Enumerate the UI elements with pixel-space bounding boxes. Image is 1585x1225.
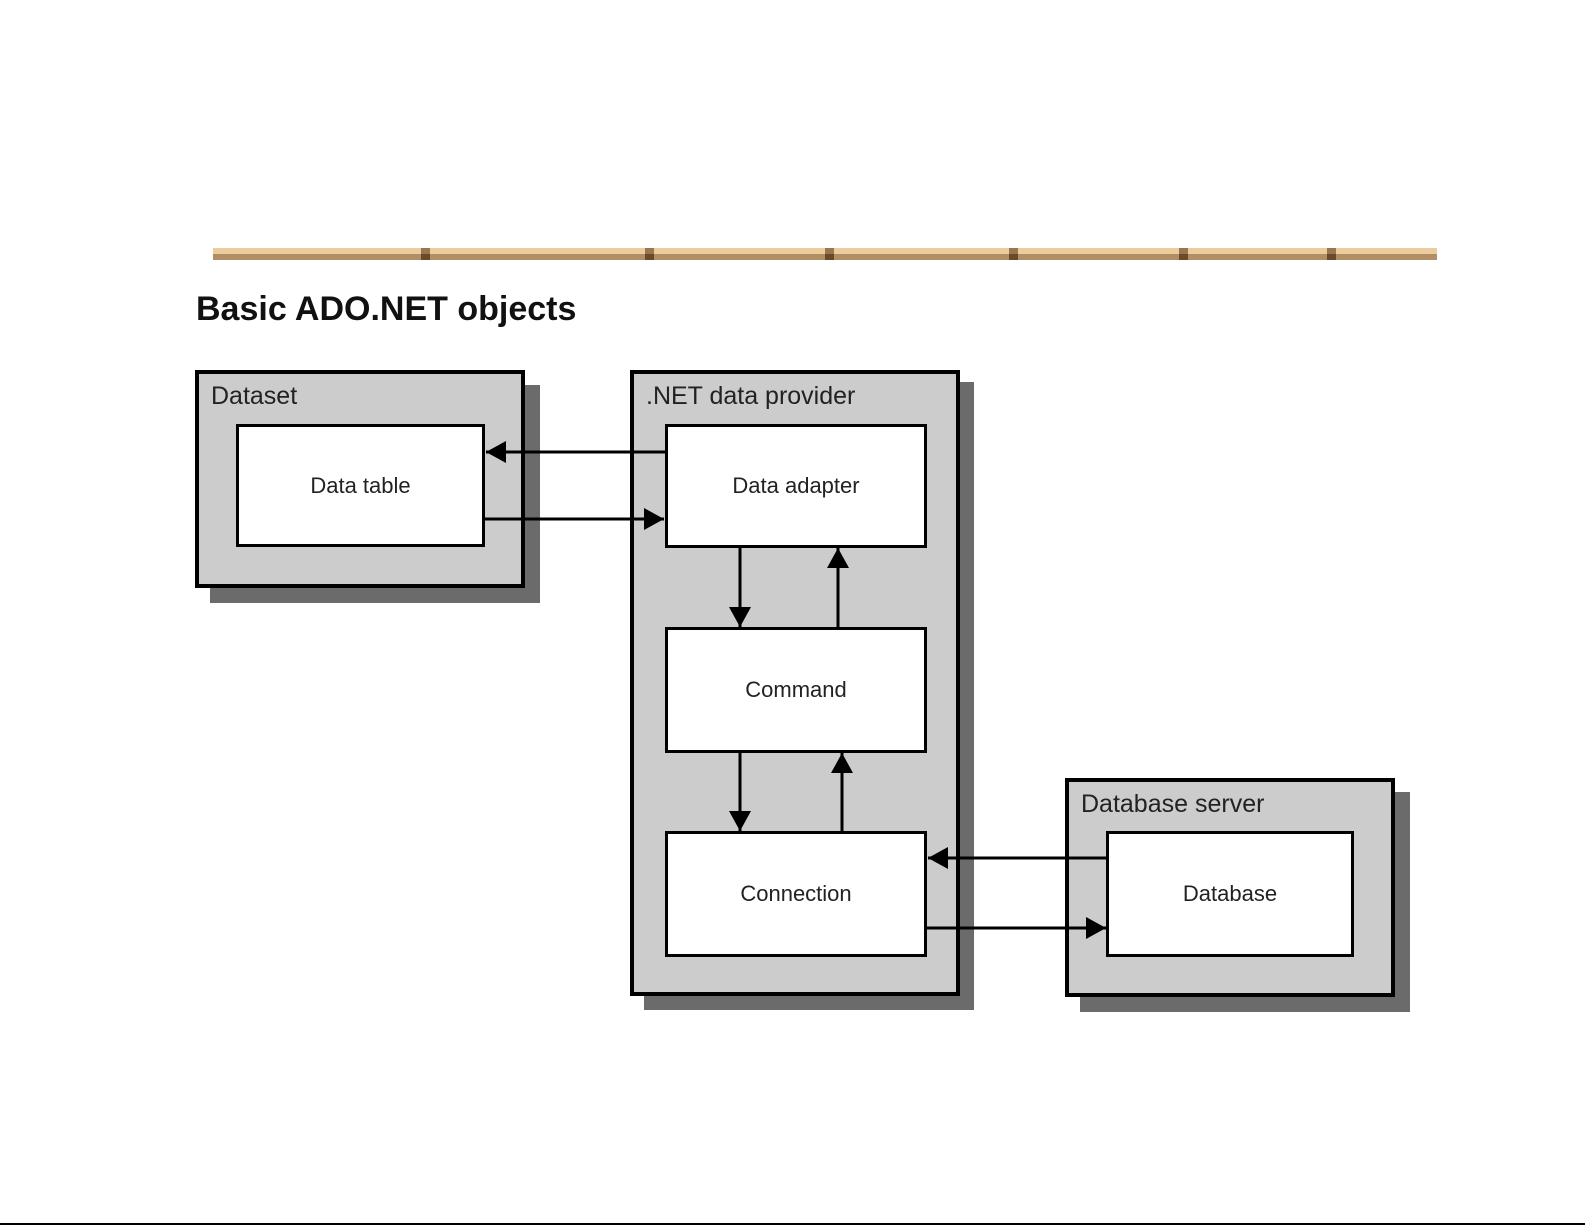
database-node: Database xyxy=(1106,831,1354,957)
database-label: Database xyxy=(1182,881,1278,906)
rule-tick xyxy=(1009,248,1018,260)
page-title: Basic ADO.NET objects xyxy=(196,290,577,328)
data-table-label: Data table xyxy=(310,472,411,498)
dataset-group-label: Dataset xyxy=(211,382,298,410)
rule-tick xyxy=(1179,248,1188,260)
connection-node: Connection xyxy=(665,831,927,957)
data-adapter-label: Data adapter xyxy=(732,473,860,498)
command-node: Command xyxy=(665,627,927,753)
data-adapter-node: Data adapter xyxy=(665,424,927,548)
server-group-label: Database server xyxy=(1081,790,1265,818)
rule-tick xyxy=(825,248,834,260)
data-table-node: Data table xyxy=(236,424,485,547)
provider-group-label: .NET data provider xyxy=(646,382,856,410)
connection-label: Connection xyxy=(740,881,852,906)
command-label: Command xyxy=(745,677,847,702)
rule-tick xyxy=(1327,248,1336,260)
rule-tick xyxy=(421,248,430,260)
bottom-border xyxy=(0,1223,1585,1225)
header-rule xyxy=(213,248,1437,260)
rule-tick xyxy=(645,248,654,260)
